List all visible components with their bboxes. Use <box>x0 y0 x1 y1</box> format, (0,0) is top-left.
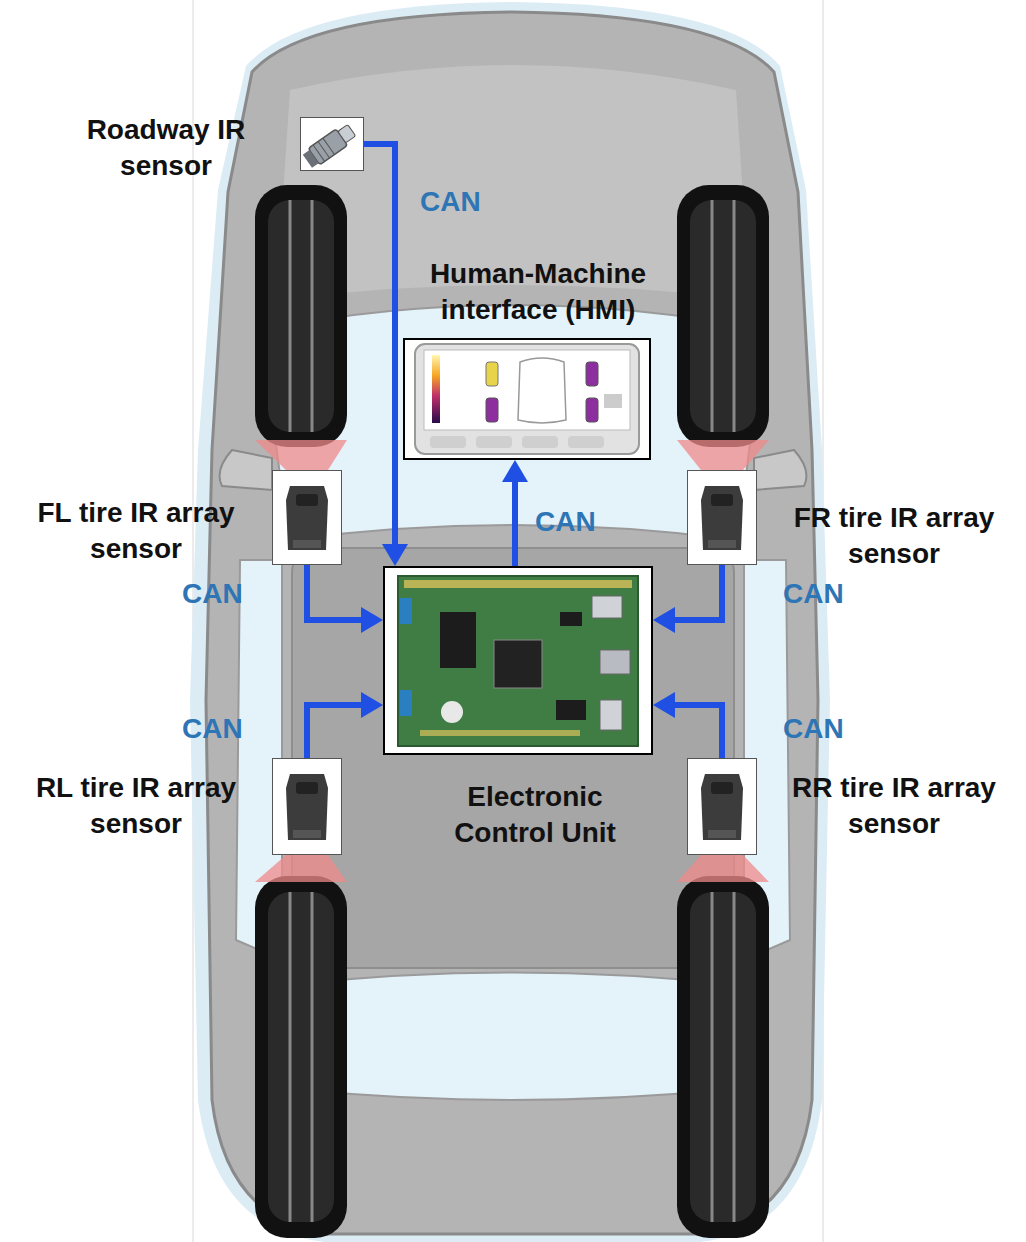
arrow-head <box>382 544 408 566</box>
tire <box>255 876 347 1238</box>
node-label: RR tire IR array sensor <box>767 770 1021 843</box>
can-connector <box>307 692 383 758</box>
can-line <box>307 705 363 758</box>
ir-sensor-icon <box>302 122 358 169</box>
box-ground <box>272 758 342 855</box>
box-ground <box>403 338 651 460</box>
sensor-box: FL tire IR array sensor <box>272 470 342 565</box>
car-body <box>206 12 818 1234</box>
bus-label: CAN <box>182 712 243 746</box>
tire <box>677 185 769 447</box>
sensor-box: RL tire IR array sensor <box>272 758 342 855</box>
arrow-head <box>502 460 528 482</box>
bus-label: CAN <box>783 577 844 611</box>
bus-label: CAN <box>535 505 596 539</box>
node-label: Electronic Control Unit <box>415 779 655 852</box>
ir-array-sensor-icon <box>701 486 743 550</box>
can-line <box>307 565 363 620</box>
ir-field <box>255 440 347 470</box>
node-label: FR tire IR array sensor <box>767 500 1021 573</box>
ir-array-sensor-icon <box>286 486 328 550</box>
ir-array-sensor-icon <box>286 774 328 840</box>
tire <box>255 185 347 447</box>
ecu-board <box>398 576 638 746</box>
can-line <box>673 705 722 758</box>
node-label: Human-Machine interface (HMI) <box>407 256 669 329</box>
box-ground <box>300 117 364 171</box>
sensor-box: Roadway IR sensor <box>300 117 364 171</box>
can-connector <box>364 144 408 566</box>
node-label: FL tire IR array sensor <box>9 495 263 568</box>
can-connector <box>653 565 722 633</box>
arrow-head <box>361 692 383 718</box>
box-ground <box>272 470 342 565</box>
sensor-box: FR tire IR array sensor <box>687 470 757 565</box>
tire <box>677 876 769 1238</box>
hmi-screen <box>415 344 639 454</box>
box-ground <box>687 470 757 565</box>
side-mirror <box>754 450 806 490</box>
can-connector <box>653 692 722 758</box>
node-label: RL tire IR array sensor <box>9 770 263 843</box>
side-mirror <box>220 450 272 490</box>
bus-label: CAN <box>420 185 481 219</box>
ir-field <box>677 440 769 470</box>
ecu-box: Electronic Control Unit <box>383 566 653 755</box>
car-glow <box>190 2 830 1242</box>
can-line <box>673 565 722 620</box>
bus-label: CAN <box>783 712 844 746</box>
ir-field <box>255 855 347 882</box>
can-line <box>364 144 395 546</box>
ir-field <box>677 855 769 882</box>
can-connector <box>502 460 528 566</box>
ir-array-sensor-icon <box>701 774 743 840</box>
can-line <box>512 480 518 566</box>
rear-window <box>288 973 738 1101</box>
arrow-head <box>653 607 675 633</box>
arrow-head <box>653 692 675 718</box>
sensor-box: RR tire IR array sensor <box>687 758 757 855</box>
node-label: Roadway IR sensor <box>61 112 271 185</box>
hmi-box: Human-Machine interface (HMI) <box>403 338 651 460</box>
car-roof <box>292 548 734 968</box>
box-ground <box>687 758 757 855</box>
arrow-head <box>361 607 383 633</box>
bus-label: CAN <box>182 577 243 611</box>
can-connector <box>307 565 383 633</box>
box-ground <box>383 566 653 755</box>
